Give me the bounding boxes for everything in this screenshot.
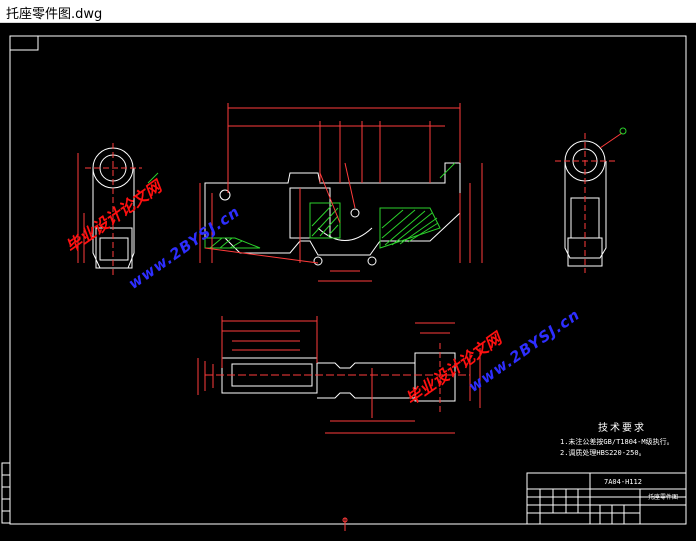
drawing-frame xyxy=(9,35,687,525)
left-margin-column xyxy=(1,462,11,524)
top-view xyxy=(205,343,470,413)
window-title: 托座零件图.dwg xyxy=(6,7,103,22)
left-side-view xyxy=(85,143,159,278)
title-block xyxy=(526,472,687,525)
tech-requirements-heading: 技术要求 xyxy=(598,423,646,434)
frame-corner-box xyxy=(9,35,39,51)
drawing-canvas[interactable]: 毕业设计论文网 www.2BYSJ.cn 毕业设计论文网 www.2BYSJ.c… xyxy=(0,23,696,541)
tech-requirement-1: 1.未注公差按GB/T1804-M级执行。 xyxy=(560,438,674,446)
front-view-hatch xyxy=(204,162,456,249)
part-name: 托座零件图 xyxy=(648,494,679,501)
drawing-number: 7A04-H112 xyxy=(604,478,642,486)
window-titlebar: 托座零件图.dwg xyxy=(0,0,696,23)
tech-requirements: 技术要求 1.未注公差按GB/T1804-M级执行。 2.调质处理HBS220-… xyxy=(560,419,690,459)
tech-requirement-2: 2.调质处理HBS220-250。 xyxy=(560,449,646,457)
right-side-view xyxy=(555,127,627,273)
front-view-dimensions xyxy=(199,103,483,282)
left-view-dimensions xyxy=(77,153,85,263)
top-view-dimensions xyxy=(197,316,481,434)
drawing-svg xyxy=(1,35,687,531)
